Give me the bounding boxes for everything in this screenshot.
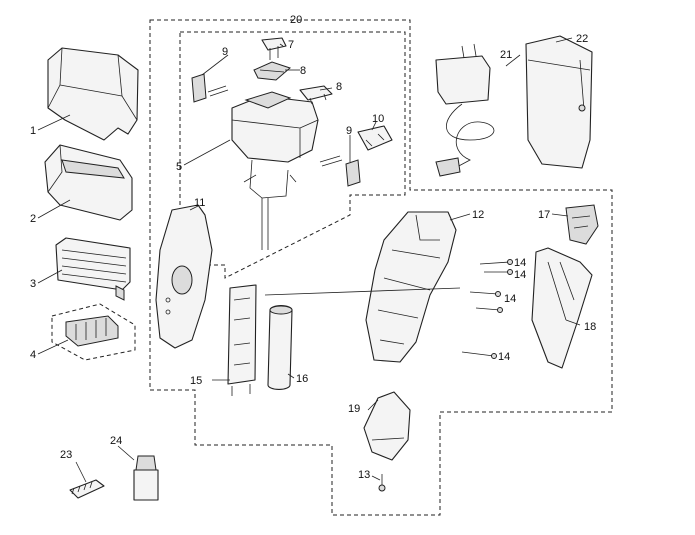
label-part-8-plate: 8: [300, 65, 306, 77]
label-part-9-upper: 9: [222, 46, 228, 58]
part-9-holder-upper: [191, 73, 229, 103]
part-14-screws: [461, 259, 513, 359]
label-part-20: 20: [290, 14, 302, 26]
label-part-16: 16: [296, 373, 308, 385]
label-part-14-c: 14: [504, 293, 516, 305]
label-part-14-a: 14: [514, 257, 526, 269]
part-18-rear-case: [531, 247, 593, 369]
part-13-screw: [378, 474, 386, 492]
label-part-24: 24: [110, 435, 122, 447]
label-part-10: 10: [372, 113, 384, 125]
part-9-holder-lower: [319, 155, 361, 187]
label-part-14-d: 14: [498, 351, 510, 363]
label-part-21: 21: [500, 49, 512, 61]
part-12-main-frame: [365, 211, 457, 363]
part-7-spring-clip: [261, 37, 287, 60]
part-4-inner-blade: [65, 315, 119, 347]
label-part-2: 2: [30, 213, 36, 225]
part-11-front-case: [155, 204, 213, 349]
label-part-3: 3: [30, 278, 36, 290]
part-10-lock-button: [357, 125, 393, 151]
label-part-15: 15: [190, 375, 202, 387]
label-part-18: 18: [584, 321, 596, 333]
label-part-13: 13: [358, 469, 370, 481]
part-2-foil-frame: [44, 144, 133, 221]
label-part-12: 12: [472, 209, 484, 221]
label-part-22: 22: [576, 33, 588, 45]
label-part-5: 5: [176, 161, 182, 173]
part-5-head-unit: [231, 91, 319, 250]
label-part-9-lower: 9: [346, 125, 352, 137]
part-24-oil-bottle: [133, 455, 159, 501]
label-part-17: 17: [538, 209, 550, 221]
part-3-outer-foil: [55, 237, 131, 301]
part-23-cleaning-brush: [69, 479, 105, 499]
label-part-19: 19: [348, 403, 360, 415]
part-15-circuit-board: [227, 284, 257, 396]
part-16-battery: [267, 305, 293, 390]
part-1-protective-cap: [47, 47, 139, 141]
label-part-11: 11: [194, 197, 205, 209]
label-part-4: 4: [30, 349, 36, 361]
blade-set-4-outline: [51, 303, 136, 361]
part-22-travel-pouch: [525, 35, 593, 169]
part-17-switch-cover: [565, 204, 599, 245]
part-19-bottom-cover: [363, 391, 411, 461]
leader-lines: [37, 37, 581, 483]
label-part-1: 1: [30, 125, 36, 137]
label-part-7: 7: [288, 39, 294, 51]
label-part-8-bracket: 8: [336, 81, 342, 93]
part-labels: 1 2 3 4 5 7 8 8 9 9 10 11 12 13 14 14 14…: [30, 14, 596, 481]
label-part-14-b: 14: [514, 269, 526, 281]
label-part-23: 23: [60, 449, 72, 461]
part-21-ac-adaptor: [435, 43, 495, 177]
assembly-20-outline: [149, 19, 613, 516]
part-8-drive-plate: [253, 61, 291, 81]
